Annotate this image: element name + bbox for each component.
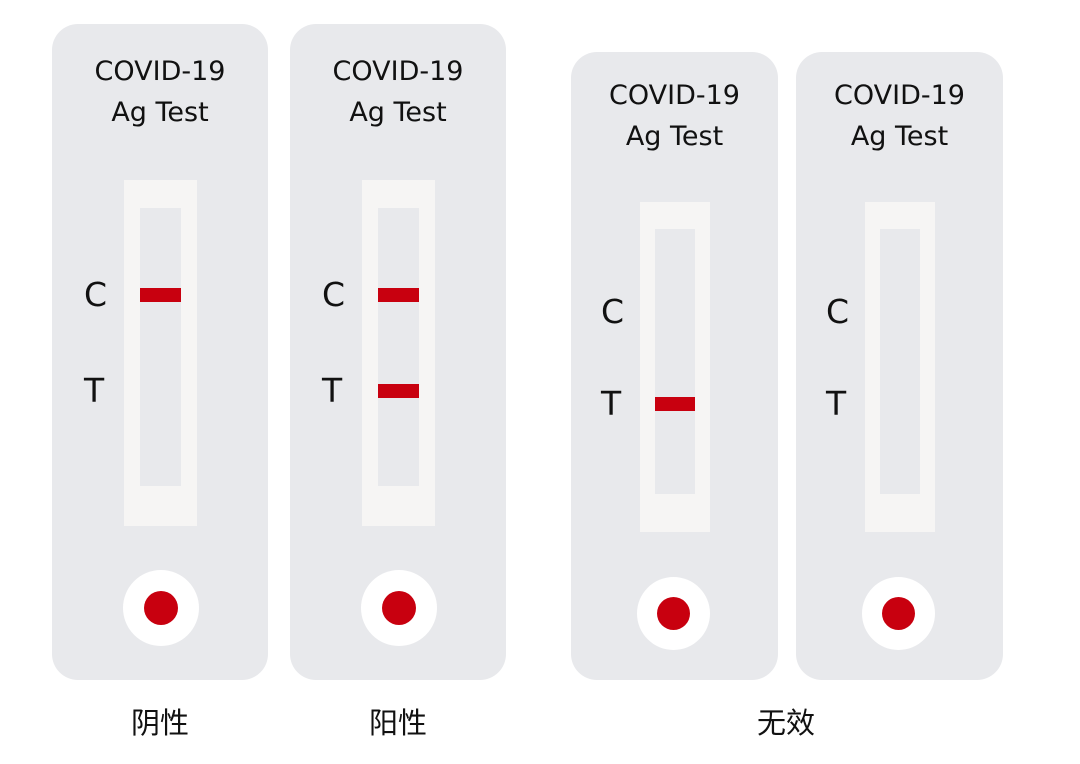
result-window-membrane — [655, 229, 695, 494]
result-window — [865, 202, 935, 532]
control-line — [378, 288, 419, 302]
strip-title: COVID-19 Ag Test — [571, 75, 778, 157]
test-marker: T — [826, 384, 847, 423]
control-marker: C — [826, 292, 850, 331]
result-window-membrane — [880, 229, 920, 494]
control-line — [140, 288, 181, 302]
result-window — [362, 180, 435, 526]
sample-well — [637, 577, 710, 650]
sample-drop — [882, 597, 915, 630]
test-strip-positive: COVID-19 Ag Test C T — [290, 24, 506, 680]
result-window — [124, 180, 197, 526]
test-line — [378, 384, 419, 398]
sample-well — [862, 577, 935, 650]
test-marker: T — [84, 371, 105, 410]
sample-drop — [657, 597, 690, 630]
strip-title-line1: COVID-19 — [609, 80, 740, 111]
sample-drop — [382, 591, 416, 625]
strip-title-line2: Ag Test — [625, 121, 724, 152]
control-marker: C — [84, 275, 108, 314]
result-window — [640, 202, 710, 532]
strip-title-line1: COVID-19 — [332, 56, 464, 87]
strip-title-line2: Ag Test — [349, 97, 447, 128]
test-strip-negative: COVID-19 Ag Test C T — [52, 24, 268, 680]
control-marker: C — [601, 292, 625, 331]
sample-drop — [144, 591, 178, 625]
result-window-membrane — [378, 208, 419, 486]
strip-title-line1: COVID-19 — [834, 80, 965, 111]
strip-title-line2: Ag Test — [850, 121, 949, 152]
test-marker: T — [601, 384, 622, 423]
caption-invalid: 无效 — [756, 706, 815, 740]
strip-title-line2: Ag Test — [111, 97, 209, 128]
control-marker: C — [322, 275, 346, 314]
strip-title: COVID-19 Ag Test — [52, 51, 268, 133]
strip-title: COVID-19 Ag Test — [290, 51, 506, 133]
strip-title: COVID-19 Ag Test — [796, 75, 1003, 157]
result-window-membrane — [140, 208, 181, 486]
test-line — [655, 397, 695, 411]
test-strip-invalid-1: COVID-19 Ag Test C T — [571, 52, 778, 680]
test-strip-invalid-2: COVID-19 Ag Test C T — [796, 52, 1003, 680]
caption-negative: 阴性 — [130, 706, 189, 740]
sample-well — [123, 570, 199, 646]
caption-positive: 阳性 — [368, 706, 427, 740]
sample-well — [361, 570, 437, 646]
strip-title-line1: COVID-19 — [94, 56, 226, 87]
test-marker: T — [322, 371, 343, 410]
